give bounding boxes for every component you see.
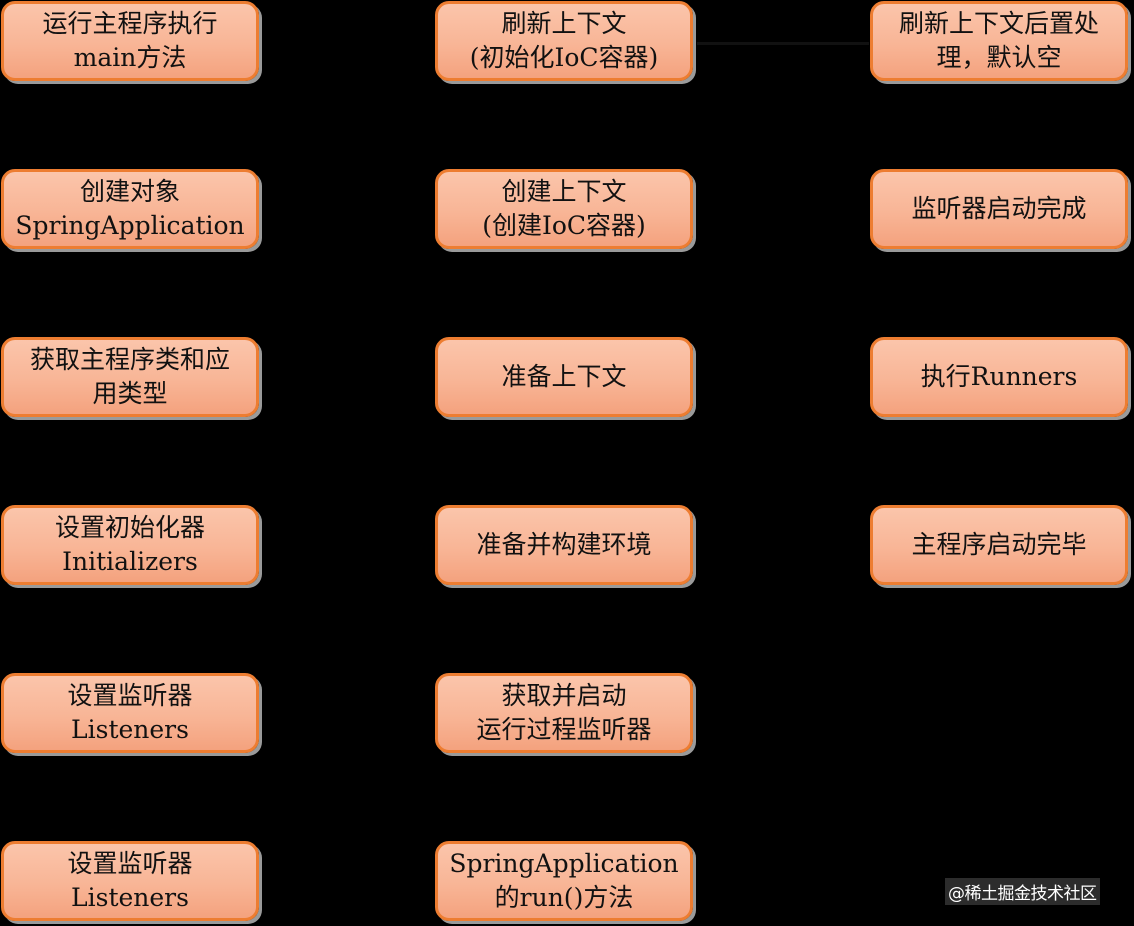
- node-label: 运行主程序执行: [42, 9, 218, 38]
- node-label: 主程序启动完毕: [911, 530, 1087, 559]
- node-run-main: 运行主程序执行 main方法: [1, 1, 259, 81]
- node-refresh-context: 刷新上下文 (初始化IoC容器): [435, 1, 693, 81]
- node-label: 理，默认空: [936, 43, 1062, 72]
- node-call-runners: 执行Runners: [870, 337, 1128, 417]
- node-label: 设置监听器: [67, 849, 193, 878]
- node-label: 运行过程监听器: [476, 715, 652, 744]
- node-set-listeners: 设置监听器 Listeners: [1, 673, 259, 753]
- node-prepare-context: 准备上下文: [435, 337, 693, 417]
- node-label: 设置初始化器: [54, 513, 205, 542]
- node-label: Initializers: [62, 547, 198, 576]
- node-set-initializers: 设置初始化器 Initializers: [1, 505, 259, 585]
- node-label: 用类型: [92, 379, 168, 408]
- node-label: 执行Runners: [920, 362, 1078, 391]
- node-create-springapplication: 创建对象 SpringApplication: [1, 169, 259, 249]
- node-label: 获取并启动: [501, 681, 627, 710]
- node-label: (初始化IoC容器): [469, 43, 659, 72]
- node-after-refresh: 刷新上下文后置处 理，默认空: [870, 1, 1128, 81]
- node-label: 准备上下文: [501, 362, 627, 391]
- node-label: 的run()方法: [494, 883, 634, 912]
- node-label: (创建IoC容器): [482, 211, 646, 240]
- node-label: 监听器启动完成: [911, 194, 1087, 223]
- node-create-context: 创建上下文 (创建IoC容器): [435, 169, 693, 249]
- node-main-finished: 主程序启动完毕: [870, 505, 1128, 585]
- node-label: SpringApplication: [15, 211, 245, 240]
- node-label: Listeners: [71, 883, 189, 912]
- node-label: Listeners: [71, 715, 189, 744]
- node-label: 创建上下文: [501, 177, 627, 206]
- node-prepare-environment: 准备并构建环境: [435, 505, 693, 585]
- node-start-run-listeners: 获取并启动 运行过程监听器: [435, 673, 693, 753]
- node-label: 获取主程序类和应: [29, 345, 230, 374]
- node-set-listeners-2: 设置监听器 Listeners: [1, 841, 259, 921]
- node-label: SpringApplication: [449, 849, 679, 878]
- node-get-main-class: 获取主程序类和应 用类型: [1, 337, 259, 417]
- node-label: 创建对象: [79, 177, 180, 206]
- node-label: 准备并构建环境: [476, 530, 652, 559]
- connector-arrow: [697, 42, 869, 45]
- node-run-method: SpringApplication 的run()方法: [435, 841, 693, 921]
- node-listeners-started: 监听器启动完成: [870, 169, 1128, 249]
- node-label: main方法: [73, 43, 187, 72]
- node-label: 刷新上下文: [501, 9, 627, 38]
- node-label: 设置监听器: [67, 681, 193, 710]
- node-label: 刷新上下文后置处: [898, 9, 1099, 38]
- watermark: @稀土掘金技术社区: [945, 878, 1100, 905]
